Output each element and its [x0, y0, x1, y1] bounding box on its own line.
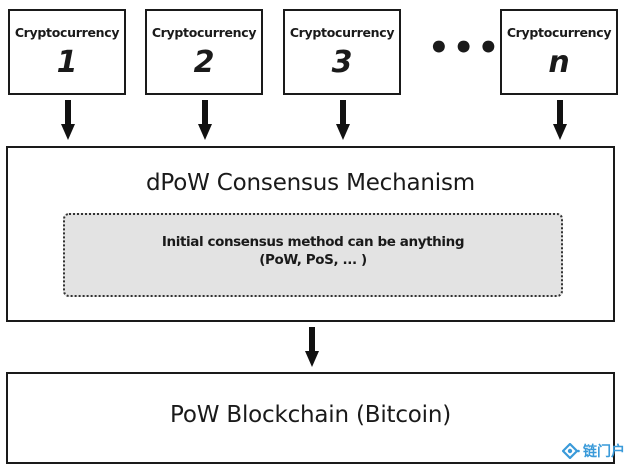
blockchain-title: PoW Blockchain (Bitcoin) [170, 402, 451, 428]
watermark-text: 链门户 [583, 444, 625, 460]
cryptocurrency-label: Cryptocurrency [289, 25, 395, 40]
cryptocurrency-box-n: Cryptocurrency n [500, 9, 618, 95]
cryptocurrency-label: Cryptocurrency [14, 25, 120, 40]
cryptocurrency-number: 3 [331, 45, 353, 80]
diamond-logo-icon [562, 443, 580, 459]
down-arrow-icon [61, 100, 75, 140]
cryptocurrency-box-3: Cryptocurrency 3 [283, 9, 401, 95]
cryptocurrency-label: Cryptocurrency [151, 25, 257, 40]
ellipsis: ••• [428, 28, 503, 68]
note-line-2: (PoW, PoS, ... ) [259, 252, 367, 268]
initial-consensus-note: Initial consensus method can be anything… [63, 213, 563, 297]
down-arrow-icon [336, 100, 350, 140]
consensus-title: dPoW Consensus Mechanism [146, 170, 475, 196]
cryptocurrency-number: n [548, 45, 570, 80]
down-arrow-icon [198, 100, 212, 140]
note-line-1: Initial consensus method can be anything [161, 234, 465, 250]
cryptocurrency-box-2: Cryptocurrency 2 [145, 9, 263, 95]
dpow-consensus-box: dPoW Consensus Mechanism Initial consens… [6, 146, 615, 322]
cryptocurrency-box-1: Cryptocurrency 1 [8, 9, 126, 95]
cryptocurrency-label: Cryptocurrency [506, 25, 612, 40]
down-arrow-icon [305, 327, 319, 367]
down-arrow-icon [553, 100, 567, 140]
cryptocurrency-number: 1 [56, 45, 78, 80]
cryptocurrency-number: 2 [193, 45, 215, 80]
pow-blockchain-box: PoW Blockchain (Bitcoin) [6, 372, 615, 464]
watermark: 链门户 [562, 441, 625, 461]
